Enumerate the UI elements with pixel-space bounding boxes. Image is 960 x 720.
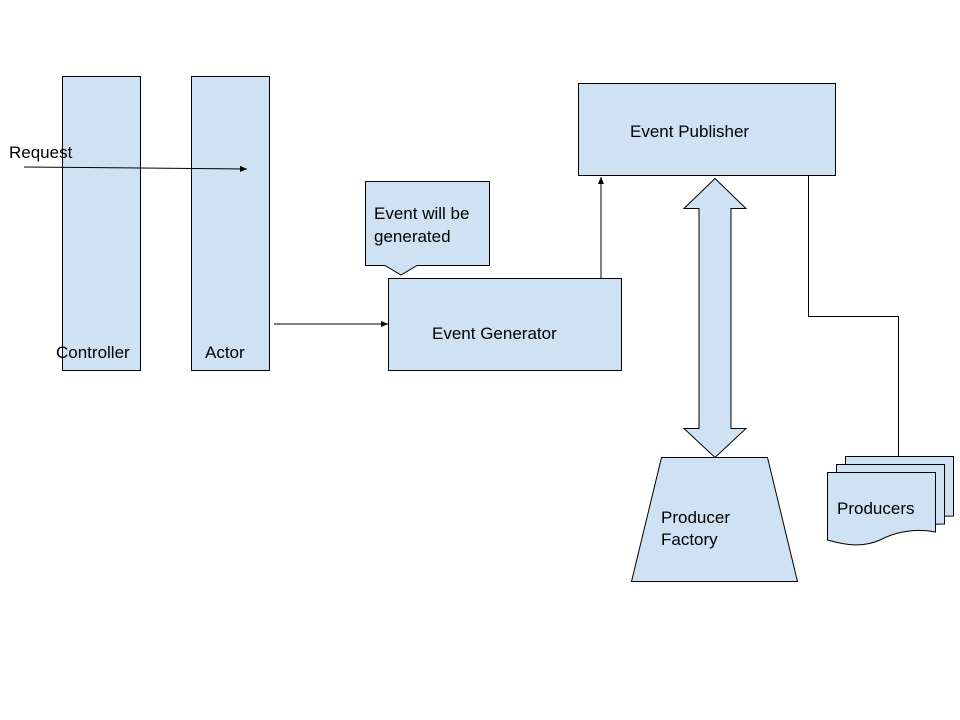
controller-box xyxy=(62,76,141,371)
callout-text-line2: generated xyxy=(374,227,451,246)
actor-label: Actor xyxy=(205,343,245,362)
callout-text-line1: Event will be xyxy=(374,204,469,223)
producer-factory-label-line2: Factory xyxy=(661,530,718,549)
callout-bubble xyxy=(365,181,490,276)
event-publisher-label: Event Publisher xyxy=(630,122,749,141)
producers-document-front xyxy=(827,472,936,546)
request-arrow xyxy=(23,165,248,172)
producers-label: Producers xyxy=(837,499,914,518)
request-label: Request xyxy=(9,143,73,162)
controller-label: Controller xyxy=(56,343,130,362)
actor-box xyxy=(191,76,270,371)
event-generator-box xyxy=(388,278,622,371)
publisher-to-producers-connector xyxy=(808,176,899,457)
publisher-factory-double-arrow xyxy=(682,177,748,459)
producers-document-stack xyxy=(827,456,954,546)
producer-factory-shape xyxy=(630,457,799,582)
producer-factory-label-line1: Producer xyxy=(661,508,730,527)
event-generator-label: Event Generator xyxy=(432,324,557,343)
event-publisher-box xyxy=(578,83,836,176)
